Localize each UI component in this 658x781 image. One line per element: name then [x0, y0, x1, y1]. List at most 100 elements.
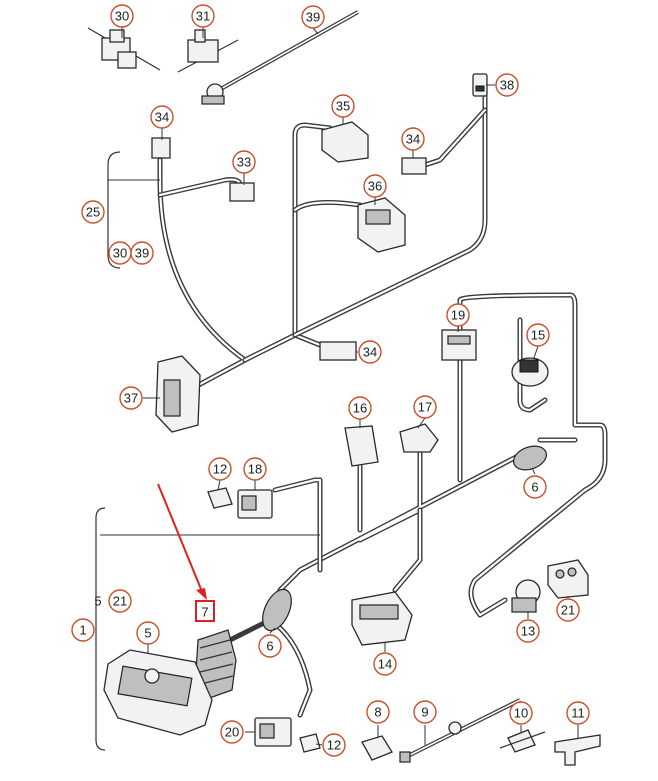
svg-text:33: 33	[237, 155, 251, 170]
part-18-connector	[237, 489, 273, 519]
part-12-clip-bottom	[299, 733, 321, 753]
harness-wires	[157, 92, 608, 718]
svg-text:12: 12	[327, 738, 341, 753]
svg-text:17: 17	[418, 400, 432, 415]
part-13-sensor	[511, 579, 541, 613]
part-11-bracket	[554, 734, 601, 766]
callout-9: 9	[413, 700, 437, 724]
plain-label-5: 5	[94, 594, 101, 609]
callout-30-group: 30	[108, 241, 132, 265]
callout-8: 8	[366, 700, 390, 724]
highlight-label: 7	[201, 605, 208, 620]
svg-text:34: 34	[406, 132, 420, 147]
svg-text:21: 21	[113, 594, 127, 609]
part-6-grommet-left	[262, 588, 292, 632]
callout-12-bottom: 12	[322, 733, 346, 757]
part-6-grommet-right	[512, 445, 548, 471]
callout-20: 20	[220, 720, 244, 744]
callout-30: 30	[110, 4, 134, 28]
red-annotation-arrow: 7	[157, 483, 215, 622]
part-12-small-connector	[207, 487, 233, 509]
svg-text:25: 25	[86, 205, 100, 220]
svg-text:10: 10	[514, 706, 528, 721]
callout-15: 15	[526, 323, 550, 347]
svg-text:20: 20	[225, 725, 239, 740]
callout-31: 31	[191, 4, 215, 28]
svg-text:30: 30	[113, 246, 127, 261]
part-19-connector	[441, 329, 477, 361]
svg-text:30: 30	[115, 9, 129, 24]
group-bracket-1	[95, 507, 320, 751]
svg-text:12: 12	[213, 462, 227, 477]
callout-21-right: 21	[556, 598, 580, 622]
part-16-connector	[344, 425, 379, 467]
part-17-connector	[399, 423, 439, 453]
callout-34-right: 34	[401, 127, 425, 151]
svg-text:6: 6	[266, 639, 273, 654]
group-bracket-25	[107, 151, 160, 269]
part-7-connector-boot	[195, 629, 237, 701]
svg-text:14: 14	[378, 657, 392, 672]
part-10-clip	[499, 729, 546, 753]
svg-text:18: 18	[248, 462, 262, 477]
part-21-plug	[547, 559, 589, 599]
svg-text:6: 6	[531, 480, 538, 495]
callout-12-top: 12	[208, 457, 232, 481]
svg-text:1: 1	[79, 623, 86, 638]
callout-16: 16	[348, 396, 372, 420]
svg-text:9: 9	[421, 705, 428, 720]
svg-text:13: 13	[521, 624, 535, 639]
callout-1: 1	[71, 618, 95, 642]
part-34-connector-right	[401, 157, 427, 175]
svg-text:39: 39	[135, 246, 149, 261]
callout-34-top: 34	[150, 105, 174, 129]
callout-6-right: 6	[523, 475, 547, 499]
part-5-ecu-plug	[103, 649, 213, 736]
part-37-multi-connector	[155, 355, 201, 433]
callout-14: 14	[373, 652, 397, 676]
svg-text:15: 15	[531, 328, 545, 343]
callout-39: 39	[301, 5, 325, 29]
svg-text:39: 39	[306, 10, 320, 25]
callout-34-center: 34	[358, 340, 382, 364]
part-31-bracket-clip	[177, 29, 239, 73]
svg-text:37: 37	[124, 391, 138, 406]
callout-37: 37	[119, 386, 143, 410]
svg-text:38: 38	[500, 78, 514, 93]
svg-text:35: 35	[336, 99, 350, 114]
part-36-large-connector	[357, 197, 406, 253]
callout-19: 19	[446, 303, 470, 327]
part-15-sensor	[511, 357, 549, 387]
callout-10: 10	[509, 701, 533, 725]
callout-21-left: 21	[108, 589, 132, 613]
callout-36: 36	[363, 174, 387, 198]
svg-text:34: 34	[363, 345, 377, 360]
callout-39-group: 39	[130, 241, 154, 265]
part-35-connector	[321, 121, 369, 163]
part-9-cable-tie	[399, 698, 521, 763]
part-14-connector	[351, 591, 413, 646]
callout-5: 5	[136, 621, 160, 645]
callout-6-left: 6	[258, 634, 282, 658]
callout-33: 33	[232, 150, 256, 174]
svg-text:8: 8	[374, 705, 381, 720]
callout-13: 13	[516, 619, 540, 643]
part-39-cable-tie	[201, 10, 359, 105]
svg-text:16: 16	[353, 401, 367, 416]
svg-text:34: 34	[155, 110, 169, 125]
svg-text:21: 21	[561, 603, 575, 618]
part-38-plug	[472, 73, 488, 97]
callout-25: 25	[81, 200, 105, 224]
part-33-connector	[229, 182, 255, 202]
part-20-connector	[254, 717, 292, 747]
part-34-connector-center	[319, 341, 357, 361]
part-8-bracket	[361, 735, 393, 761]
callout-11: 11	[566, 701, 590, 725]
svg-text:5: 5	[144, 626, 151, 641]
svg-text:31: 31	[196, 9, 210, 24]
callout-17: 17	[413, 395, 437, 419]
svg-text:36: 36	[368, 179, 382, 194]
callout-18: 18	[243, 457, 267, 481]
svg-text:19: 19	[451, 308, 465, 323]
